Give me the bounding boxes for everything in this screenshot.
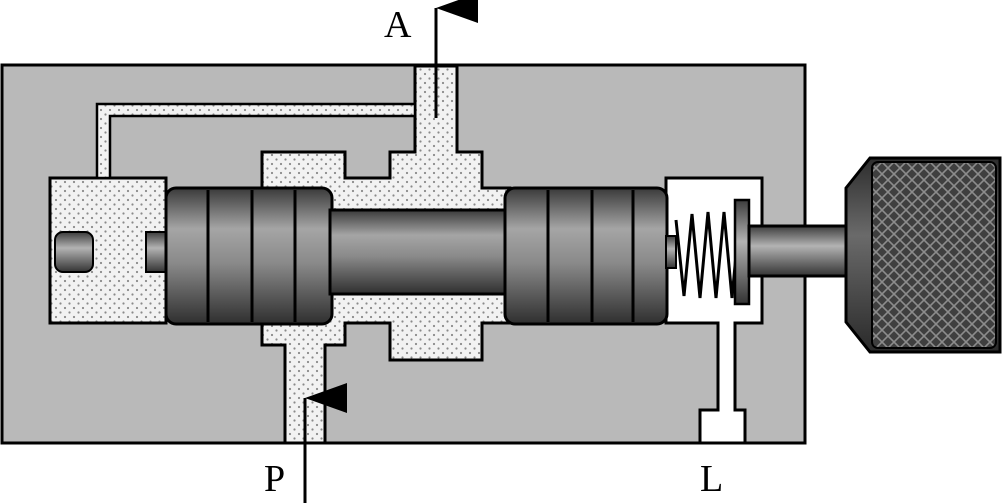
spool-left-land [164,186,334,326]
port-p-label: P [264,458,286,500]
spool-neck [328,208,512,296]
adjuster-disk [733,198,751,306]
knob-knurl-face [871,161,997,349]
spool-right-land [503,186,669,326]
port-a-label: A [384,4,412,46]
spring-seat-left [665,235,677,269]
left-plug [54,231,94,273]
port-l-label: L [700,458,724,500]
spring-icon [674,211,742,299]
feedback-channel [95,102,417,180]
adjuster-stem [747,224,851,278]
